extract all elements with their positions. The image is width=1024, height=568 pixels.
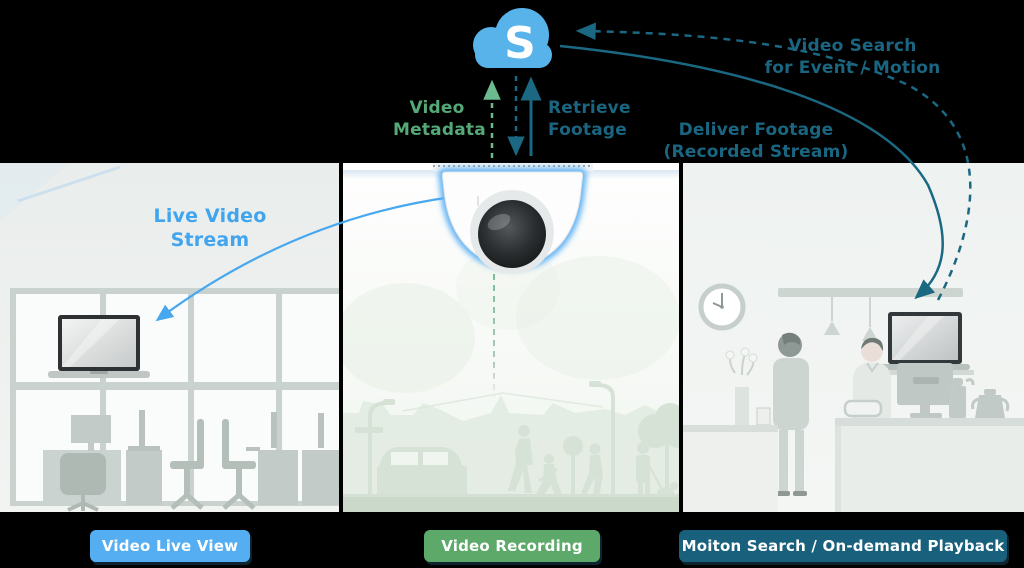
street-scene-art [343,163,679,512]
store-scene [683,163,1024,512]
retrieve-footage-label: Retrieve Footage [548,98,631,140]
video-metadata-label: Video Metadata [393,98,486,140]
wall-clock [698,283,746,331]
video-recording-button[interactable]: Video Recording [424,530,600,562]
live-view-laptop [48,315,150,378]
curb [343,494,679,498]
customer-figure [773,332,809,496]
ceiling-band [343,170,679,179]
deliver-footage-label: Deliver Footage (Recorded Stream) [663,120,849,162]
cloud-letter: S [504,18,536,69]
motion-search-playback-button[interactable]: Moiton Search / On-demand Playback [679,530,1007,562]
store-scene-art [683,163,1024,512]
video-search-label: Video Search for Event / Motion [764,36,941,78]
counter [835,418,1024,512]
video-live-view-button[interactable]: Video Live View [90,530,250,562]
street-scene [343,163,679,512]
pos-monitor [843,363,953,418]
live-video-stream-label: Live Video Stream [153,205,267,252]
office-furniture [43,410,339,512]
ground [343,497,679,512]
coffee-gear [949,378,1010,418]
light-streak [0,163,70,221]
side-table [683,347,778,512]
cloud-icon: S [473,8,552,69]
